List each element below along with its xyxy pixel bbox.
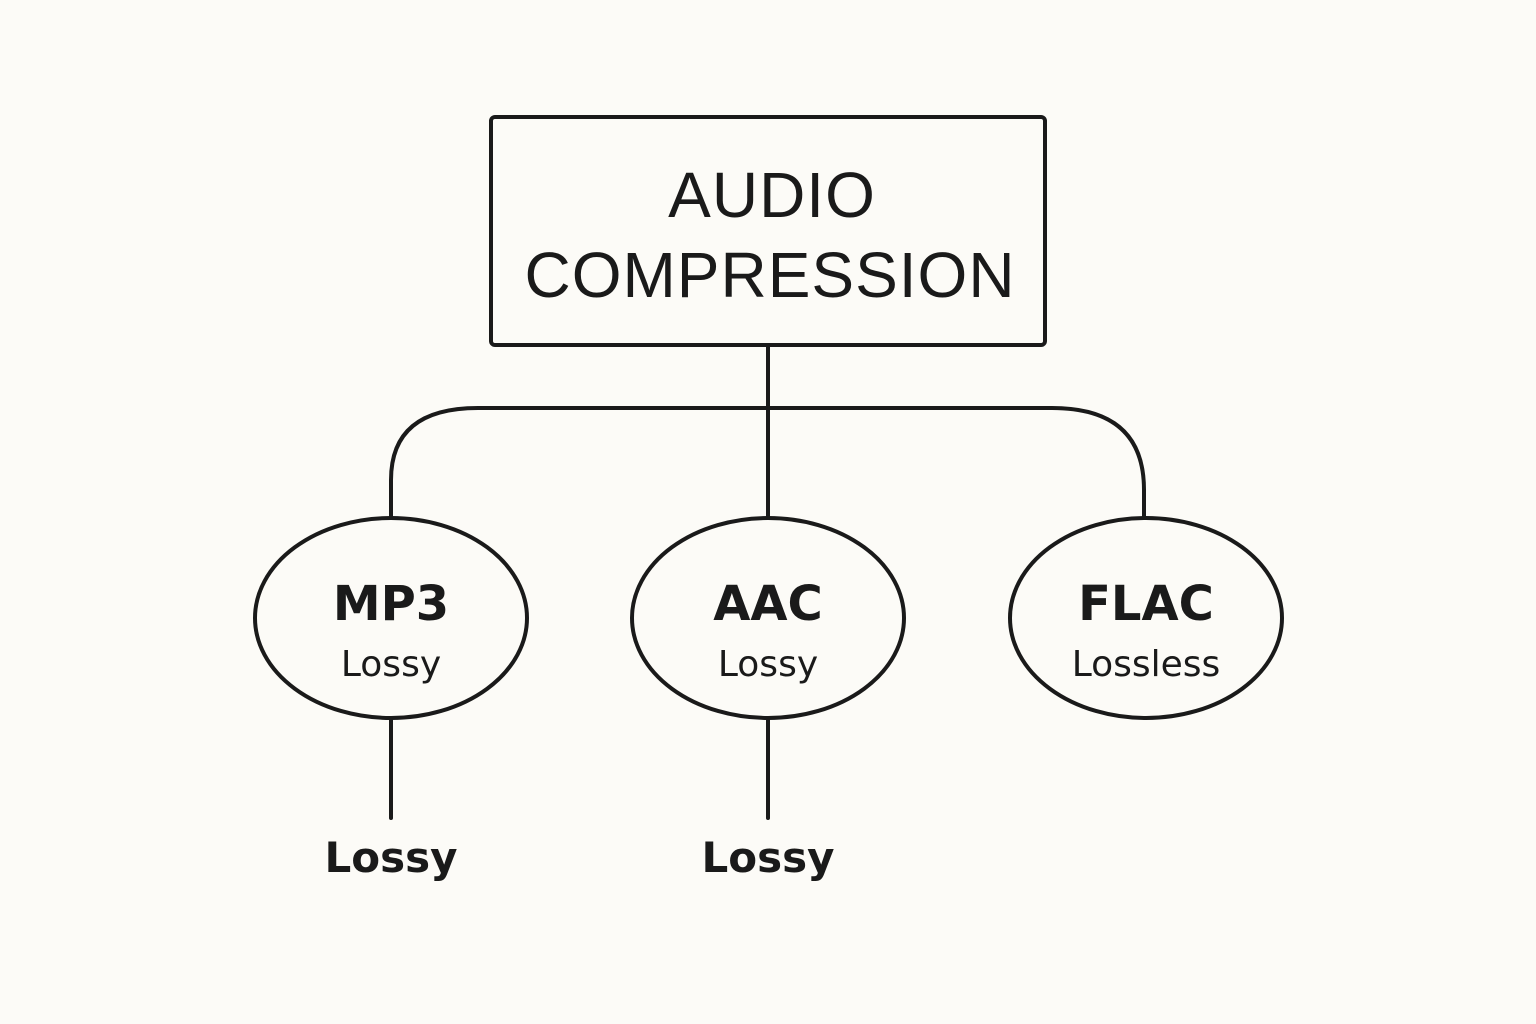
node-aac-leaf: Lossy <box>702 833 835 882</box>
root-node: AUDIO COMPRESSION <box>489 115 1047 347</box>
root-box <box>489 115 1047 347</box>
node-flac: FLAC Lossless <box>1008 516 1284 720</box>
node-mp3-leaf: Lossy <box>325 833 458 882</box>
node-mp3: MP3 Lossy Lossy <box>253 516 529 882</box>
node-flac-ellipse <box>1008 516 1284 720</box>
node-mp3-type: Lossy <box>341 644 441 685</box>
node-flac-type: Lossless <box>1072 644 1221 685</box>
node-aac-name: AAC <box>713 576 823 632</box>
node-mp3-name: MP3 <box>333 576 449 632</box>
root-title-line2: COMPRESSION <box>524 239 1015 311</box>
node-aac: AAC Lossy Lossy <box>630 516 906 882</box>
root-title-line1: AUDIO <box>668 159 876 231</box>
branch-connector <box>389 406 1146 518</box>
node-flac-name: FLAC <box>1078 576 1214 632</box>
node-aac-type: Lossy <box>718 644 818 685</box>
